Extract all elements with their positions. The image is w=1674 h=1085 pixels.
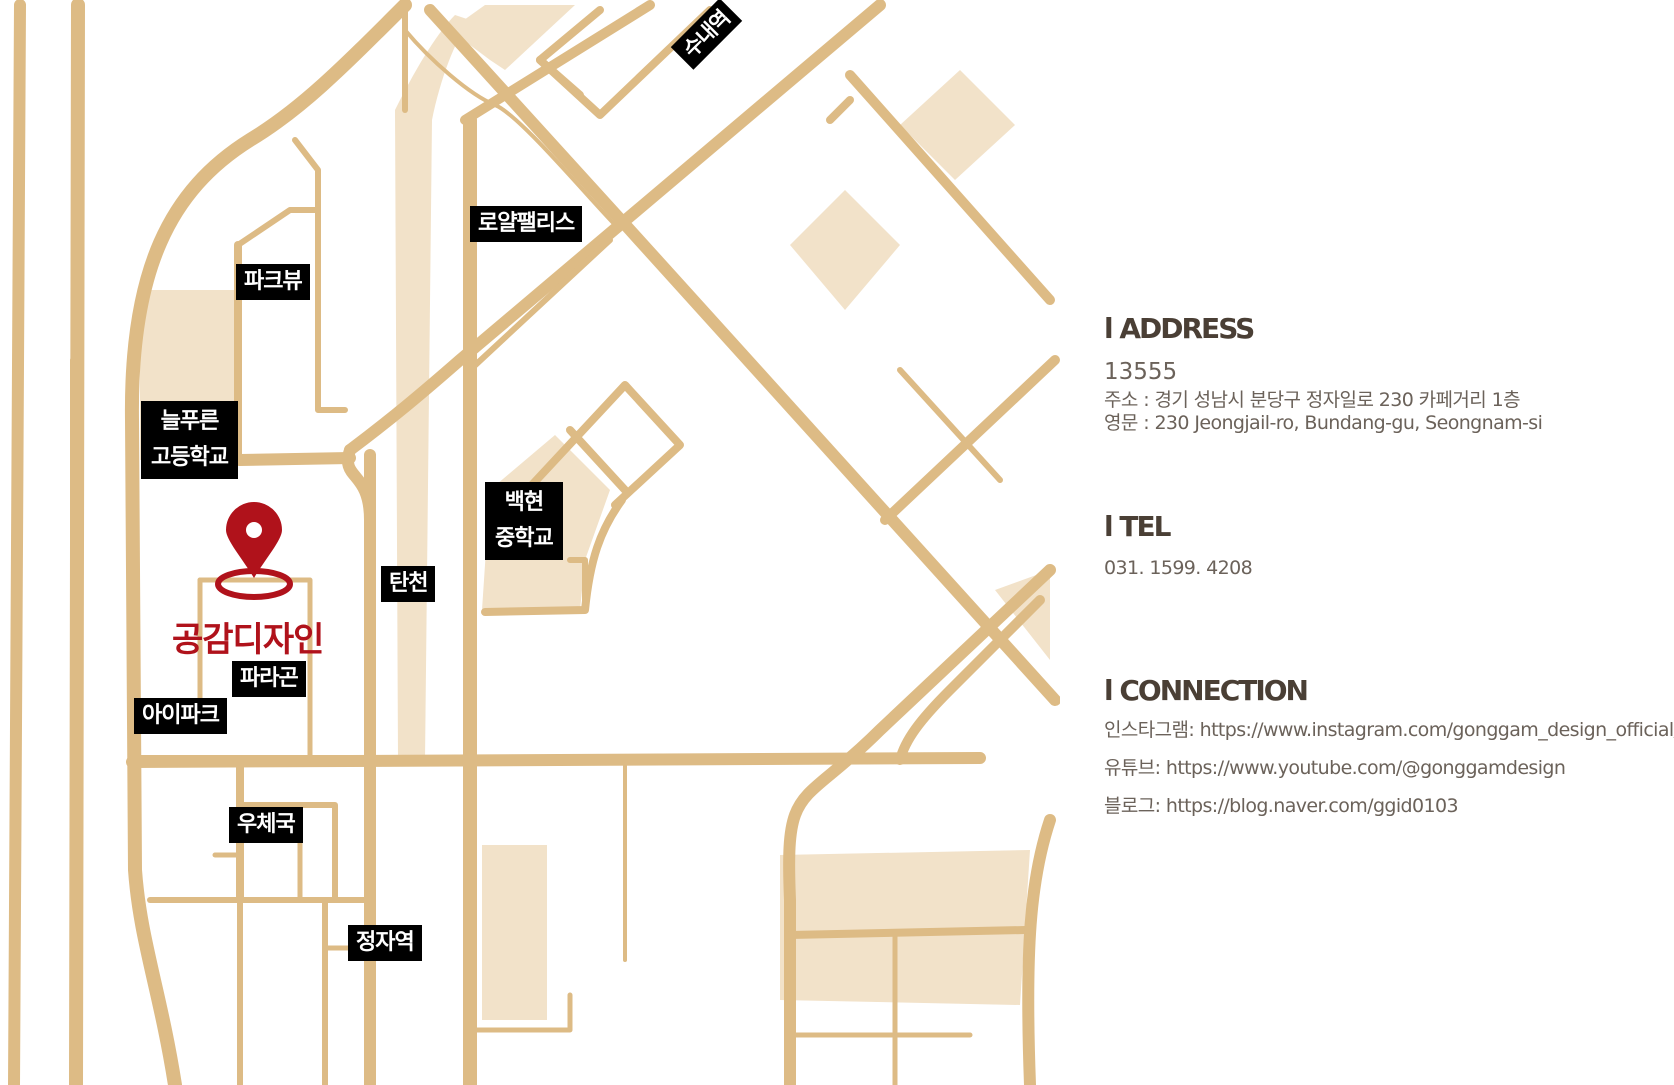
tel-title: l TEL [1104,510,1171,543]
map-label-neulpureun-line1: 늘푸른 [160,409,220,434]
area-map [8,0,1060,1085]
connection-section: l CONNECTION 인스타그램: https://www.instagra… [1104,674,1674,825]
map-label-neulpureun-line2: 고등학교 [151,445,229,470]
tel-number[interactable]: 031. 1599. 4208 [1104,557,1253,579]
map-label-royal-palace: 로얄팰리스 [470,206,583,242]
map-label-baekhyeon-line2: 중학교 [495,526,554,551]
map-roads [8,0,1060,1085]
brand-name-label: 공감디자인 [172,620,324,660]
address-zip: 13555 [1104,359,1178,385]
map-label-baekhyeon-school: 백현 중학교 [485,482,563,560]
map-label-park-view: 파크뷰 [236,264,310,300]
map-blocks [140,5,1050,1020]
address-korean: 주소 : 경기 성남시 분당구 정자일로 230 카페거리 1층 [1104,389,1521,411]
connection-title: l CONNECTION [1104,674,1309,707]
map-label-paragon: 파라곤 [232,661,306,697]
youtube-link[interactable]: 유튜브: https://www.youtube.com/@gonggamdes… [1104,757,1566,779]
map-label-ipark: 아이파크 [134,698,227,734]
map-label-jeongja-station: 정자역 [348,925,422,961]
blog-link[interactable]: 블로그: https://blog.naver.com/ggid0103 [1104,795,1459,817]
map-label-neulpureun-school: 늘푸른 고등학교 [141,401,238,479]
address-section: l ADDRESS 13555 주소 : 경기 성남시 분당구 정자일로 230… [1104,312,1543,435]
map-label-post-office: 우체국 [229,807,303,843]
address-title: l ADDRESS [1104,312,1255,345]
address-english: 영문 : 230 Jeongjail-ro, Bundang-gu, Seong… [1104,412,1543,434]
map-label-tancheon: 탄천 [381,566,436,602]
location-pin-icon [215,502,293,600]
instagram-link[interactable]: 인스타그램: https://www.instagram.com/gonggam… [1104,719,1674,741]
map-label-baekhyeon-line1: 백현 [504,490,544,515]
tel-section: l TEL 031. 1599. 4208 [1104,510,1253,580]
